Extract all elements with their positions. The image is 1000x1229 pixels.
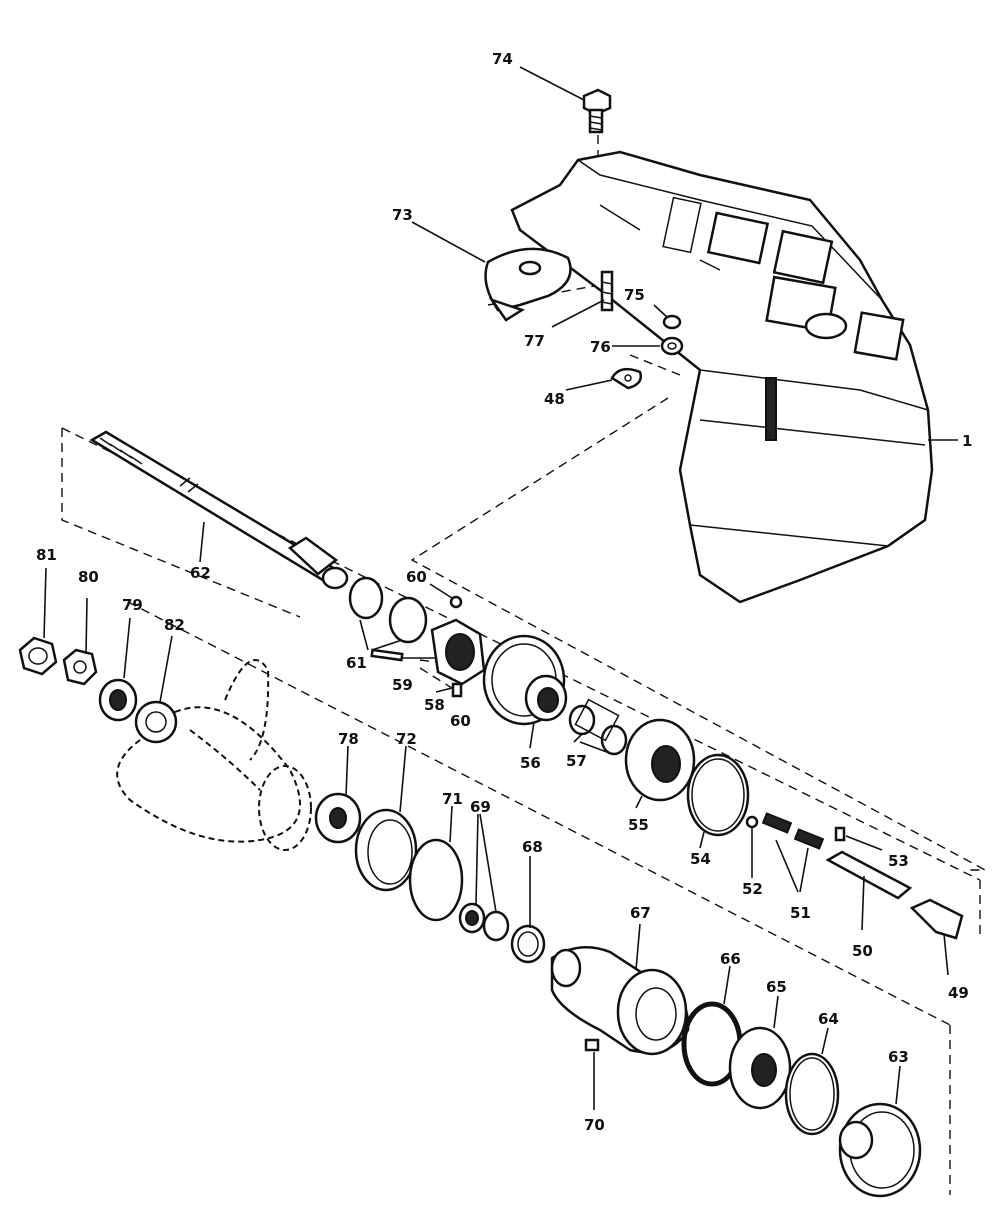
- reverse-side-bearings: [314, 792, 546, 964]
- callout-73: 73: [392, 206, 413, 224]
- callout-56: 56: [520, 754, 541, 772]
- forward-gear: [482, 634, 568, 726]
- callout-82: 82: [164, 616, 185, 634]
- callout-80: 80: [78, 568, 99, 586]
- callout-76: 76: [590, 338, 611, 356]
- callout-54: 54: [690, 850, 711, 868]
- callout-77: 77: [524, 332, 545, 350]
- callout-1: 1: [962, 432, 972, 450]
- callout-55: 55: [628, 816, 649, 834]
- callout-69: 69: [470, 798, 491, 816]
- callout-63: 63: [888, 1048, 909, 1066]
- screw: [582, 88, 612, 134]
- callout-53: 53: [888, 852, 909, 870]
- callout-50: 50: [852, 942, 873, 960]
- callout-70: 70: [584, 1116, 605, 1134]
- callout-51: 51: [790, 904, 811, 922]
- callout-58: 58: [424, 696, 445, 714]
- callout-75: 75: [624, 286, 645, 304]
- callout-labels: 74 73 75 77 76 48 1 62 81 80 79 82 60 61…: [36, 50, 972, 1134]
- callout-67: 67: [630, 904, 651, 922]
- callout-59: 59: [392, 676, 413, 694]
- gear-housing: [510, 150, 934, 604]
- callout-68: 68: [522, 838, 543, 856]
- callout-78: 78: [338, 730, 359, 748]
- callout-65: 65: [766, 978, 787, 996]
- small-hardware: [600, 270, 684, 390]
- callout-49: 49: [948, 984, 969, 1002]
- callout-62: 62: [190, 564, 211, 582]
- callout-64: 64: [818, 1010, 839, 1028]
- propeller-outline: [116, 659, 312, 851]
- forward-bearings: [568, 698, 750, 837]
- callout-48: 48: [544, 390, 565, 408]
- callout-57: 57: [566, 752, 587, 770]
- propeller-shaft: [89, 430, 349, 590]
- propeller-nut-stack: [18, 636, 178, 744]
- callout-74: 74: [492, 50, 513, 68]
- callout-66: 66: [720, 950, 741, 968]
- shift-components: [745, 812, 964, 940]
- callout-61: 61: [346, 654, 367, 672]
- callout-81: 81: [36, 546, 57, 564]
- reverse-gear-group: [681, 1001, 922, 1198]
- leader-lines: [43, 66, 958, 1110]
- trim-tab-anode: [484, 247, 572, 322]
- callout-79: 79: [122, 596, 143, 614]
- callout-71: 71: [442, 790, 463, 808]
- bearing-carrier: [550, 945, 690, 1056]
- clutch-assembly: [348, 576, 486, 698]
- callout-72: 72: [396, 730, 417, 748]
- callout-52: 52: [742, 880, 763, 898]
- callout-60-lower: 60: [450, 712, 471, 730]
- callout-60-upper: 60: [406, 568, 427, 586]
